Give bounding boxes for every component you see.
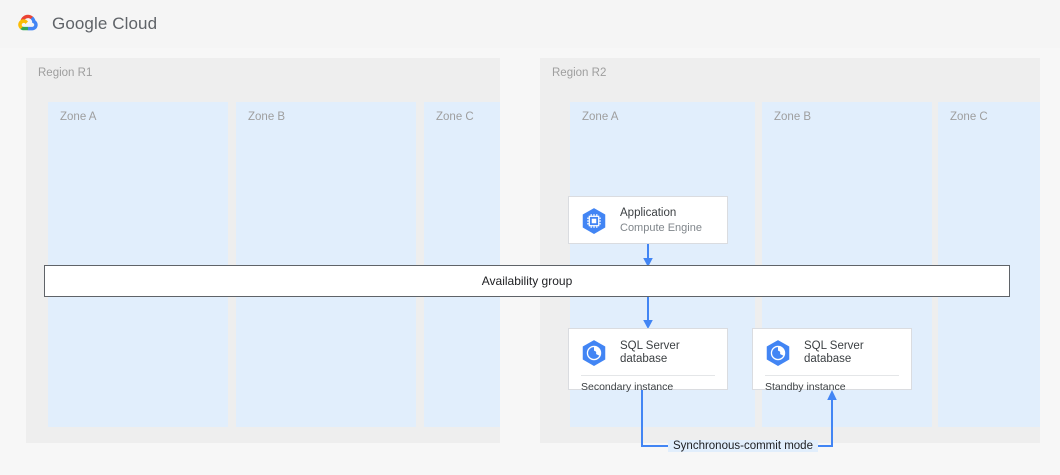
node-application-title: Application [620,207,677,219]
zone-r2-c: Zone C [938,102,1040,427]
zone-r2-b-label: Zone B [774,111,812,123]
node-sql-server-secondary-body: SQL Server database [569,329,727,375]
google-cloud-wordmark: Google Cloud [52,14,158,33]
node-application-body: Application Compute Engine [569,197,727,243]
node-sql-server-standby[interactable]: SQL Server database Standby instance [752,328,912,393]
connector-availability-group-to-database [643,296,653,329]
sql-server-database-icon [763,338,793,368]
region-r1-label: Region R1 [38,67,93,79]
zone-r1-b-label: Zone B [248,111,286,123]
node-application-texts: Application Compute Engine [620,207,702,235]
node-sql-server-standby-body: SQL Server database [753,329,911,375]
zone-r1-b: Zone B [236,102,416,427]
node-application-compute-engine[interactable]: Application Compute Engine [568,196,728,244]
region-r2-label: Region R2 [552,67,607,79]
connector-application-to-availability-group [643,244,653,267]
availability-group-label: Availability group [481,274,573,288]
node-sql-server-secondary-texts: SQL Server database [620,340,680,367]
region-r1: Region R1 Zone A Zone B Zone C [26,58,500,443]
zone-r1-c: Zone C [424,102,500,427]
sql-server-database-icon [579,338,609,368]
node-sql-server-secondary-title: SQL Server database [620,339,680,366]
diagram-canvas: Region R1 Zone A Zone B Zone C Region R2… [0,48,1060,475]
compute-engine-icon [579,206,609,236]
node-sql-server-secondary[interactable]: SQL Server database Secondary instance [568,328,728,393]
google-cloud-logo-icon [14,10,42,38]
zone-r1-c-label: Zone C [436,111,474,123]
availability-group-bar[interactable]: Availability group [44,265,1010,297]
node-sql-server-secondary-footer: Secondary instance [581,375,715,399]
zone-r1-a: Zone A [48,102,228,427]
connector-synchronous-commit-mode-label: Synchronous-commit mode [668,440,818,452]
node-sql-server-standby-title: SQL Server database [804,339,864,366]
zone-r2-a-label: Zone A [582,111,619,123]
node-sql-server-standby-texts: SQL Server database [804,340,864,367]
app-header: Google Cloud [0,0,1060,48]
zone-r2-c-label: Zone C [950,111,988,123]
node-sql-server-standby-footer: Standby instance [765,375,899,399]
node-application-subtitle: Compute Engine [620,221,702,234]
zone-r1-a-label: Zone A [60,111,97,123]
